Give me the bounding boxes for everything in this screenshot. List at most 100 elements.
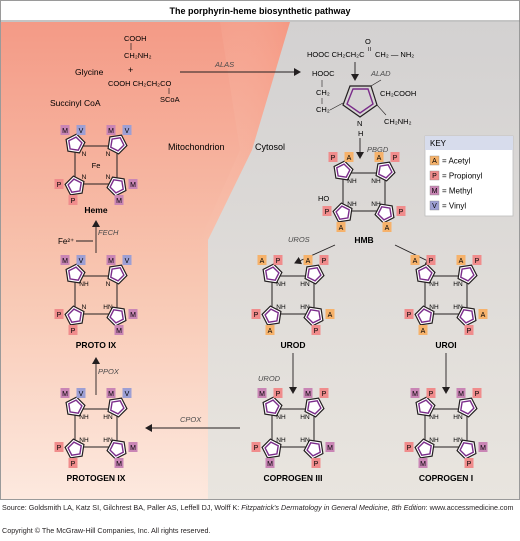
- substituent-badge: P: [426, 388, 436, 398]
- svg-text:A: A: [481, 312, 486, 319]
- ala-oxygen: O: [365, 37, 371, 46]
- svg-text:A: A: [459, 258, 464, 265]
- svg-text:HN: HN: [300, 304, 310, 311]
- substituent-badge: P: [68, 325, 78, 335]
- svg-text:NH: NH: [276, 437, 286, 444]
- key-item-propionyl: P= Propionyl: [429, 170, 482, 181]
- svg-text:P: P: [71, 328, 76, 335]
- substituent-badge: M: [114, 458, 124, 468]
- svg-text:NH: NH: [347, 201, 357, 208]
- substituent-badge: P: [426, 255, 436, 265]
- substituent-badge: M: [478, 442, 488, 452]
- svg-text:M: M: [108, 258, 114, 265]
- svg-text:M: M: [458, 391, 464, 398]
- substituent-badge: M: [106, 255, 116, 265]
- substituent-badge: P: [404, 309, 414, 319]
- svg-text:M: M: [108, 391, 114, 398]
- svg-text:NH: NH: [429, 281, 439, 288]
- substituent-badge: A: [344, 152, 354, 162]
- svg-text:A: A: [413, 258, 418, 265]
- enzyme-alad: ALAD: [370, 69, 391, 78]
- substituent-badge: M: [114, 195, 124, 205]
- iron-ion: Fe²⁺: [58, 237, 74, 246]
- svg-text:M: M: [412, 391, 418, 398]
- pbg-cooh: HOOC: [312, 69, 335, 78]
- svg-text:N: N: [82, 174, 87, 181]
- substituent-badge: A: [336, 222, 346, 232]
- substituent-badge: P: [319, 255, 329, 265]
- svg-text:M: M: [327, 445, 333, 452]
- svg-text:P: P: [57, 182, 62, 189]
- svg-text:A: A: [328, 312, 333, 319]
- enzyme-fech: FECH: [98, 228, 119, 237]
- substituent-badge: A: [478, 309, 488, 319]
- substituent-badge: V: [122, 125, 132, 135]
- svg-text:P: P: [57, 312, 62, 319]
- substituent-badge: A: [374, 152, 384, 162]
- pbg-ch2cooh: CH₂COOH: [380, 89, 416, 98]
- svg-text:A: A: [339, 225, 344, 232]
- substrates: COOH CH₂NH₂ Glycine + COOH CH₂CH₂CO SCoA…: [50, 34, 180, 108]
- svg-text:HN: HN: [103, 304, 113, 311]
- enzyme-alas: ALAS: [214, 60, 234, 69]
- enzyme-cpox: CPOX: [180, 415, 202, 424]
- substituent-badge: P: [54, 309, 64, 319]
- svg-text:V: V: [125, 128, 130, 135]
- svg-text:M: M: [420, 461, 426, 468]
- svg-text:M: M: [130, 312, 136, 319]
- substituent-badge: A: [410, 255, 420, 265]
- ala-chain: HOOC CH₂CH₂C: [307, 50, 365, 59]
- svg-text:NH: NH: [371, 178, 381, 185]
- svg-text:P: P: [314, 461, 319, 468]
- pbg-ch2-b: CH₂: [316, 105, 330, 114]
- pbg-hydrogen: H: [358, 129, 363, 138]
- svg-text:P: P: [254, 445, 259, 452]
- svg-text:P: P: [429, 391, 434, 398]
- pbg-nitrogen: N: [357, 119, 362, 128]
- source-prefix: Source: Goldsmith LA, Katz SI, Gilchrest…: [2, 503, 242, 512]
- svg-text:NH: NH: [429, 414, 439, 421]
- substituent-badge: V: [76, 255, 86, 265]
- svg-text:NH: NH: [79, 281, 89, 288]
- svg-text:P: P: [475, 258, 480, 265]
- svg-text:A: A: [421, 328, 426, 335]
- svg-text:M: M: [259, 391, 265, 398]
- source-suffix: : www.accessmedicine.com: [425, 503, 514, 512]
- svg-text:HN: HN: [453, 437, 463, 444]
- svg-text:N: N: [106, 281, 111, 288]
- svg-text:N: N: [82, 151, 87, 158]
- substituent-badge: P: [322, 206, 332, 216]
- svg-text:HN: HN: [453, 414, 463, 421]
- enzyme-pbgd: PBGD: [367, 145, 389, 154]
- svg-text:M: M: [116, 328, 122, 335]
- enzyme-ppox: PPOX: [98, 367, 120, 376]
- enzyme-uros: UROS: [288, 235, 310, 244]
- substituent-badge: P: [68, 195, 78, 205]
- svg-text:HN: HN: [300, 437, 310, 444]
- svg-text:A: A: [385, 225, 390, 232]
- svg-text:P: P: [432, 173, 437, 180]
- svg-text:NH: NH: [429, 304, 439, 311]
- svg-text:P: P: [276, 391, 281, 398]
- substituent-badge: A: [265, 325, 275, 335]
- succinyl-chain: COOH CH₂CH₂CO: [108, 79, 171, 88]
- svg-text:NH: NH: [276, 304, 286, 311]
- svg-text:NH: NH: [429, 437, 439, 444]
- svg-text:HN: HN: [300, 414, 310, 421]
- svg-text:V: V: [79, 391, 84, 398]
- substituent-badge: A: [418, 325, 428, 335]
- substituent-badge: P: [251, 309, 261, 319]
- svg-text:P: P: [322, 391, 327, 398]
- substituent-badge: A: [382, 222, 392, 232]
- svg-text:P: P: [254, 312, 259, 319]
- svg-text:M: M: [305, 391, 311, 398]
- substituent-badge: M: [257, 388, 267, 398]
- substituent-badge: M: [456, 388, 466, 398]
- substituent-badge: A: [456, 255, 466, 265]
- svg-text:A: A: [260, 258, 265, 265]
- svg-text:P: P: [325, 209, 330, 216]
